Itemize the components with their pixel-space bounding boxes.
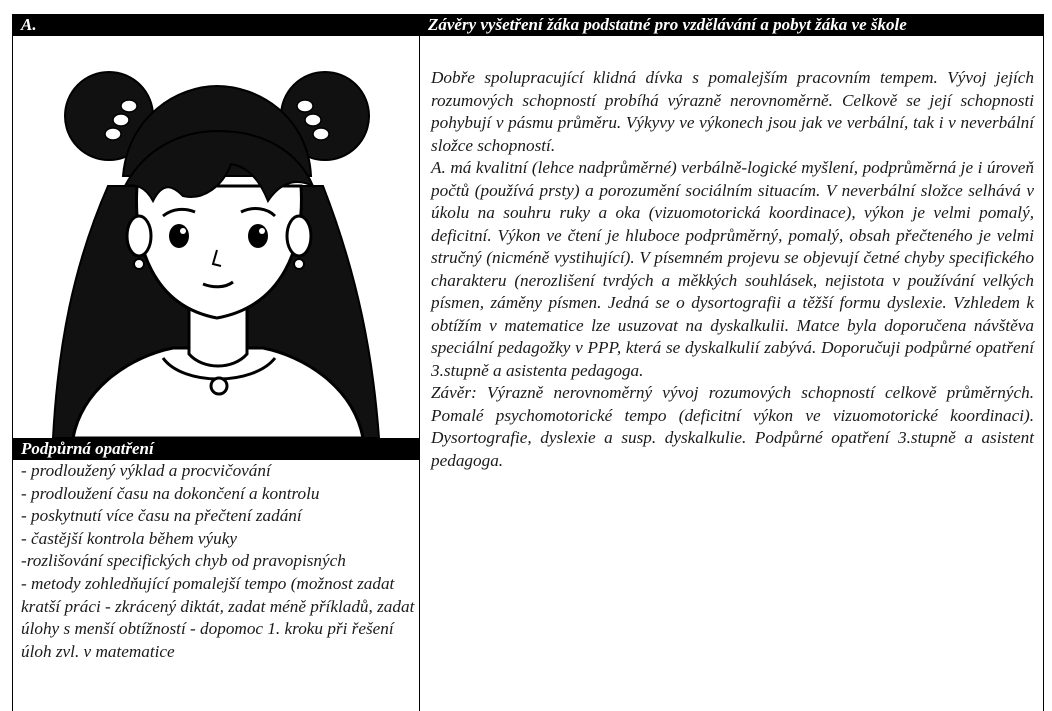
report-sheet: A. [12,14,1044,711]
left-header: A. [13,14,419,36]
list-item: - prodloužení času na dokončení a kontro… [21,483,320,503]
list-item: - prodloužený výklad a procvičování [21,461,271,480]
list-item: - metody zohledňující pomalejší tempo (m… [21,573,415,661]
left-column: A. [13,14,420,711]
conclusions-header: Závěry vyšetření žáka podstatné pro vzdě… [420,14,1044,36]
support-measures-list: - prodloužený výklad a procvičování - pr… [13,460,421,663]
right-column: Závěry vyšetření žáka podstatné pro vzdě… [420,14,1044,711]
girl-illustration [51,71,381,438]
report-text: Dobře spolupracující klidná dívka s poma… [431,67,1034,472]
support-measures-heading: Podpůrná opatření [13,438,419,460]
report-paragraph: Dobře spolupracující klidná dívka s poma… [431,68,1034,155]
list-item: - poskytnutí více času na přečtení zadán… [21,506,302,526]
list-item: - častější kontrola během výuky [21,528,238,548]
list-item: -rozlišování specifických chyb od pravop… [21,551,346,571]
report-conclusion: Závěr: Výrazně nerovnoměrný vývoj rozumo… [431,383,1034,470]
student-portrait [13,36,419,438]
report-paragraph: A. má kvalitní (lehce nadprůměrné) verbá… [431,158,1034,380]
